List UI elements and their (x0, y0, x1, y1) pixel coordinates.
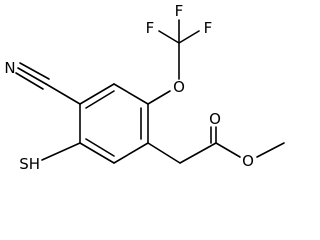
bond-ring-s (41, 142, 81, 161)
molecule-structure: F F F O N O O SH (4, 2, 285, 173)
bond-cn-triple-2 (19, 62, 50, 80)
bond-o-ch3 (256, 142, 285, 158)
atom-o-carbonyl: O (209, 110, 221, 128)
bond-cn-triple-1 (17, 67, 47, 85)
atom-labels: F F F O N O O SH (4, 2, 254, 173)
ring-bond-4 (79, 142, 115, 164)
bonds (15, 19, 285, 164)
bond-cn-triple-3 (15, 72, 44, 90)
bond-o-ring (147, 90, 171, 105)
atom-o-ester: O (242, 152, 254, 170)
bond-ch2-c (179, 142, 217, 164)
atom-f-left: F (146, 19, 155, 37)
ring-bond-1 (113, 83, 149, 105)
atom-sh: SH (19, 155, 40, 173)
atom-o-ether: O (173, 78, 185, 96)
ring-inner-bond-1 (85, 90, 115, 109)
bond-c-f-right (178, 30, 200, 44)
atom-f-top: F (175, 2, 184, 20)
ring-bond-5 (113, 142, 149, 164)
atom-f-right: F (204, 19, 213, 37)
bond-c-f-left (158, 30, 180, 44)
bond-ring-cn (45, 83, 81, 105)
bond-c-o-single (215, 142, 241, 158)
ring-bond-2 (79, 83, 115, 105)
atom-n-nitrile: N (4, 59, 15, 77)
ring-inner-bond-2 (85, 138, 115, 157)
bond-ring-ch2 (147, 142, 181, 164)
